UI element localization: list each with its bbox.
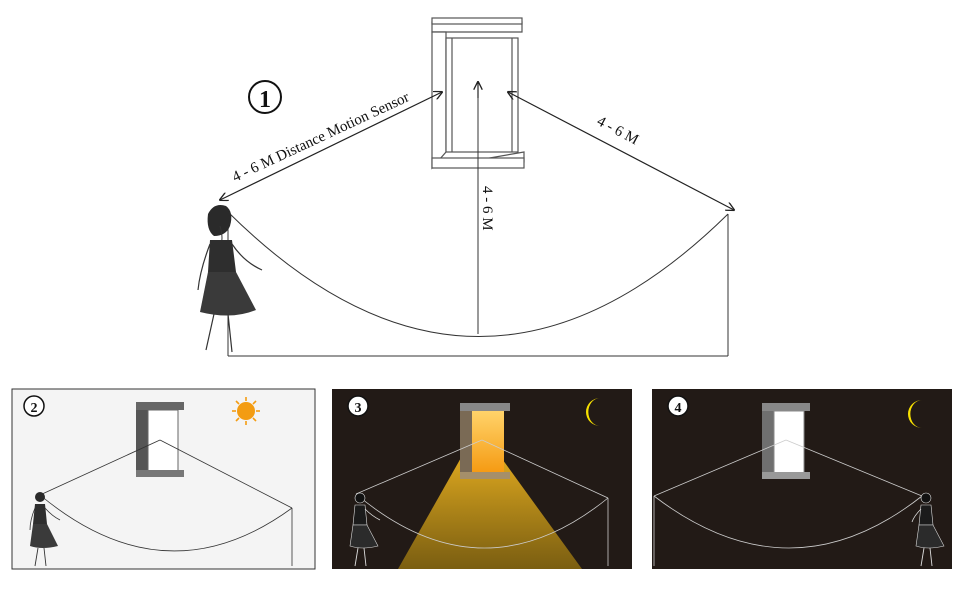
step-number: 1 bbox=[259, 87, 271, 113]
distance-label-vertical: 4 - 6 M bbox=[479, 186, 495, 231]
detection-zone bbox=[227, 84, 729, 357]
moon-icon bbox=[586, 398, 600, 426]
person-figure bbox=[197, 205, 263, 353]
detection-zone-3 bbox=[355, 439, 609, 566]
person-figure-3 bbox=[349, 492, 381, 567]
main-diagram: 1 4 - 6 M Distance Motion Sensor 4 - 6 M… bbox=[197, 17, 734, 357]
person-figure-4 bbox=[911, 492, 945, 567]
person-figure-2 bbox=[29, 492, 61, 567]
moon-icon bbox=[908, 400, 922, 428]
distance-label-right: 4 - 6 M bbox=[594, 113, 641, 148]
detection-zone-2 bbox=[39, 439, 293, 566]
light-beam bbox=[398, 456, 582, 569]
panel-night-lit: 3 bbox=[332, 389, 632, 569]
wall-lamp-off-4 bbox=[762, 403, 810, 479]
step-number-3: 3 bbox=[355, 401, 362, 416]
panel-night-off: 4 bbox=[652, 389, 952, 569]
sun-icon bbox=[232, 397, 260, 425]
wall-lamp-off bbox=[136, 402, 184, 477]
dimension-arrows bbox=[220, 82, 734, 210]
step-badge-1: 1 bbox=[248, 80, 282, 114]
step-number-4: 4 bbox=[675, 401, 682, 416]
panel-day: 2 bbox=[11, 388, 316, 570]
step-number-2: 2 bbox=[31, 401, 38, 416]
detection-zone-4 bbox=[653, 439, 923, 566]
